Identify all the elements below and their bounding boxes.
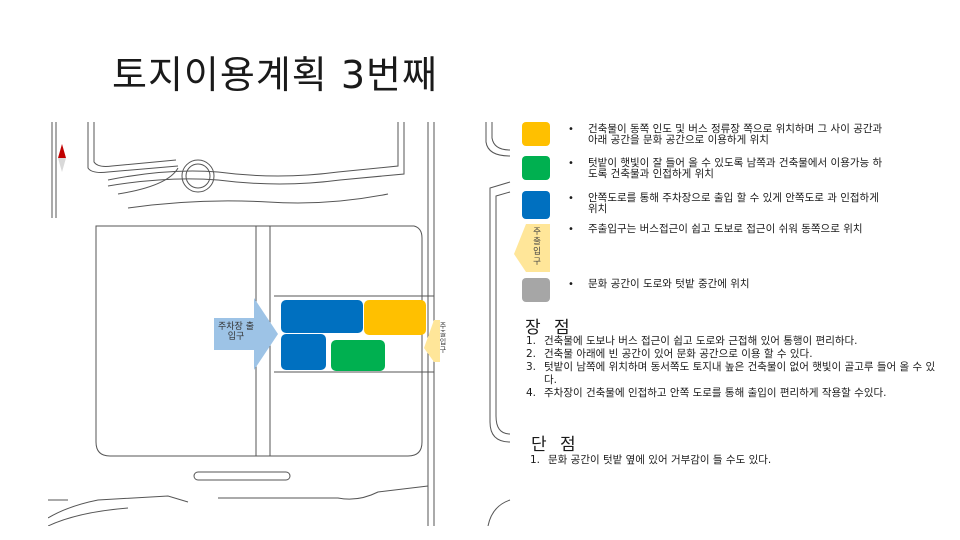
list-item: 1.문화 공간이 텃밭 옆에 있어 거부감이 들 수도 있다. [530, 454, 772, 466]
parking-entrance-label: 주차장 출입구 [218, 322, 254, 342]
list-item: 4.주차장이 건축물에 인접하고 안쪽 도로를 통해 출입이 편리하게 작용할 … [526, 387, 887, 399]
bullet: • [568, 193, 574, 204]
legend-text: 문화 공간이 도로와 텃밭 중간에 위치 [588, 278, 750, 290]
gray-swatch [522, 278, 550, 302]
legend-text: 텃밭이 햇빛이 잘 들어 올 수 있도록 남쪽과 건축물에서 이용가능 하도록 … [588, 157, 883, 180]
advantages-heading: 장 점 [525, 318, 574, 338]
legend-text: 주출입구는 버스접근이 쉽고 도보로 접근이 쉬워 동쪽으로 위치 [588, 223, 863, 235]
bullet: • [568, 124, 574, 135]
main-entrance-map-label: 주출입구 [439, 322, 447, 354]
blue-swatch [522, 191, 550, 219]
site-plan-map [48, 122, 440, 526]
yellow-swatch [522, 122, 550, 146]
yellow-block-building [364, 300, 426, 335]
list-item: 2.건축물 아래에 빈 공간이 있어 문화 공간으로 이용 할 수 있다. [526, 348, 813, 360]
green-swatch [522, 156, 550, 180]
entrance-swatch-arrow [514, 224, 550, 272]
advantages-list: 1.건축물에 도보나 버스 접근이 쉽고 도로와 근접해 있어 통행이 편리하다… [526, 335, 936, 400]
blue-block-parking-top [281, 300, 363, 333]
disadvantages-list: 1.문화 공간이 텃밭 옆에 있어 거부감이 들 수도 있다. [530, 454, 930, 467]
list-item: 3.텃밭이 남쪽에 위치하며 동서쪽도 토지내 높은 건축물이 없어 햇빛이 골… [526, 361, 936, 386]
road-strip [485, 122, 511, 526]
legend-text: 안쪽도로를 통해 주차장으로 출입 할 수 있게 안쪽도로 과 인접하게 위치 [588, 192, 879, 215]
page-title: 토지이용계획 3번째 [112, 53, 438, 97]
bullet: • [568, 279, 574, 290]
disadvantages-heading: 단 점 [531, 435, 580, 455]
list-item: 1.건축물에 도보나 버스 접근이 쉽고 도로와 근접해 있어 통행이 편리하다… [526, 335, 858, 347]
entrance-swatch-label: 주출입구 [533, 227, 541, 267]
legend-text: 건축물이 동쪽 인도 및 버스 정류장 쪽으로 위치하며 그 사이 공간과 아래… [588, 123, 883, 146]
green-block-garden [331, 340, 385, 371]
main-entrance-arrow [424, 320, 440, 362]
north-arrow-icon [58, 144, 66, 158]
bullet: • [568, 224, 574, 235]
parking-entrance-arrow [214, 298, 278, 370]
bullet: • [568, 158, 574, 169]
blue-block-parking-bottom [281, 334, 326, 370]
